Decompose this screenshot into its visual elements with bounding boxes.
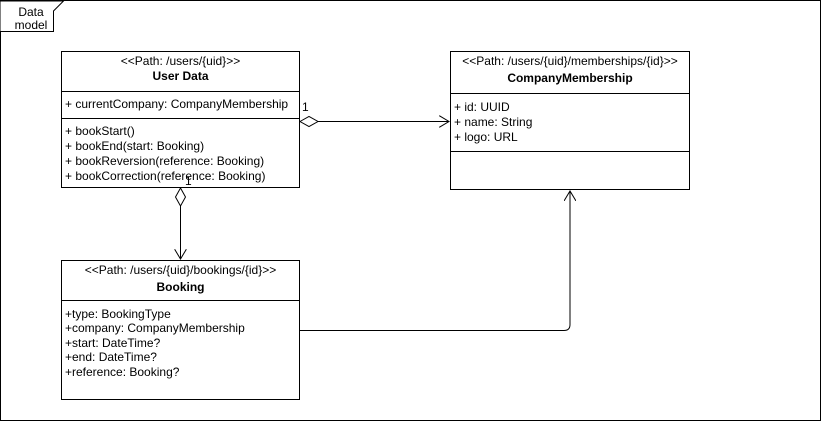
booking-attribute: +company: CompanyMembership — [65, 321, 245, 335]
booking-attribute: +end: DateTime? — [65, 350, 157, 364]
user-data-method: + bookCorrection(reference: Booking) — [65, 169, 265, 183]
association-booking-company[interactable] — [300, 191, 570, 331]
booking-stereotype: <<Path: /users/{uid}/bookings/{id}>> — [85, 263, 276, 277]
company-membership-name: CompanyMembership — [507, 71, 632, 85]
frame-label-line1: Data — [18, 5, 44, 19]
company-membership-attribute: + name: String — [454, 115, 532, 129]
user-data-stereotype: <<Path: /users/{uid}>> — [121, 54, 240, 68]
aggregation-diamond — [298, 115, 320, 128]
booking-name: Booking — [157, 280, 205, 294]
multiplicity-label: 1 — [185, 174, 192, 188]
frame-label-tab — [0, 0, 65, 32]
company-membership-attribute: + id: UUID — [454, 100, 510, 114]
user-data-method: + bookReversion(reference: Booking) — [65, 154, 264, 168]
class-company-membership[interactable]: <<Path: /users/{uid}/memberships/{id}>> … — [450, 51, 690, 190]
company-membership-stereotype: <<Path: /users/{uid}/memberships/{id}>> — [462, 54, 677, 68]
multiplicity-label: 1 — [302, 100, 309, 114]
booking-attribute: +type: BookingType — [65, 307, 171, 321]
class-booking[interactable]: <<Path: /users/{uid}/bookings/{id}>> Boo… — [61, 260, 300, 400]
booking-attribute: +reference: Booking? — [65, 365, 180, 379]
association-userdata-booking[interactable]: 1 — [176, 174, 193, 259]
aggregation-diamond — [174, 186, 187, 208]
class-user-data[interactable]: <<Path: /users/{uid}>> User Data + curre… — [61, 51, 300, 188]
company-membership-attribute: + logo: URL — [454, 130, 518, 144]
user-data-method: + bookStart() — [65, 124, 135, 138]
association-userdata-company[interactable]: 1 — [298, 100, 449, 128]
user-data-name: User Data — [152, 69, 208, 83]
frame-label-line2: model — [15, 18, 48, 32]
user-data-method: + bookEnd(start: Booking) — [65, 139, 204, 153]
booking-attribute: +start: DateTime? — [65, 336, 161, 350]
user-data-attribute: + currentCompany: CompanyMembership — [65, 97, 288, 111]
